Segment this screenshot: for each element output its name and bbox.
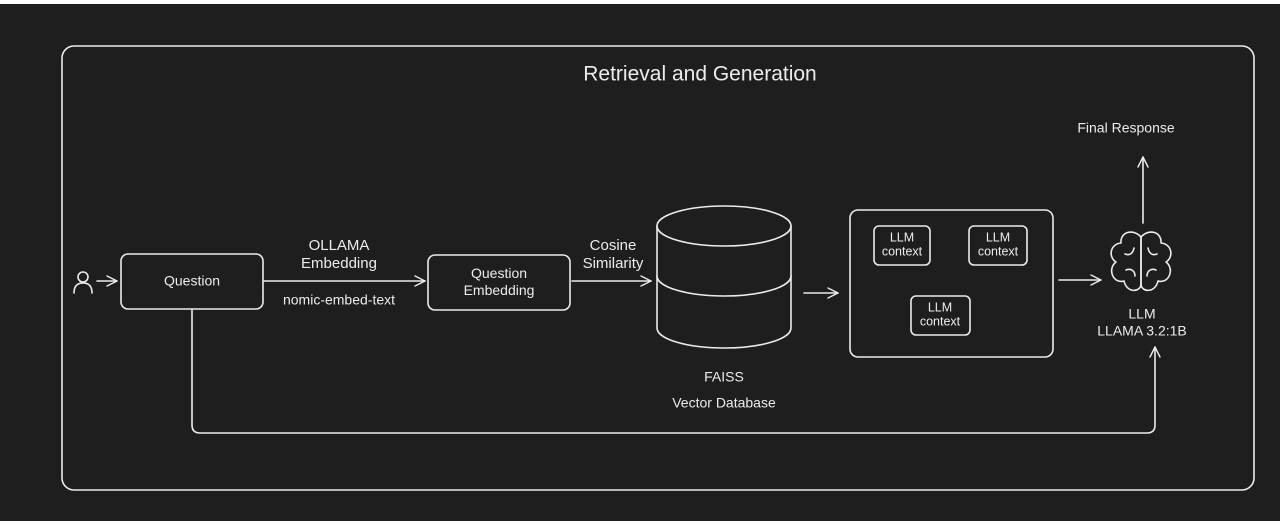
- outer-frame: [61, 45, 1255, 491]
- context-box-3-label-line-1: LLM: [927, 300, 953, 315]
- question-label: Question: [163, 272, 221, 289]
- ollama-embedding-label: OLLAMA Embedding: [301, 237, 377, 273]
- question-embedding-box: [427, 254, 571, 311]
- context-box-2-label: LLM context: [978, 231, 1018, 260]
- brain-icon: [1110, 231, 1172, 292]
- faiss-label: FAISS: [704, 368, 744, 385]
- context-box-1-label-line-1: LLM: [889, 230, 915, 245]
- final-response-label: Final Response: [1077, 119, 1175, 136]
- context-container: [849, 209, 1054, 358]
- diagram-title: Retrieval and Generation: [583, 62, 817, 86]
- question-embedding-label-line-2: Embedding: [463, 282, 535, 298]
- context-box-3-label-line-2: context: [919, 315, 961, 329]
- cosine-similarity-label-line-1: Cosine: [589, 237, 637, 254]
- context-box-1-label: LLM context: [882, 231, 922, 260]
- llm-label: LLM: [1128, 305, 1156, 322]
- diagram-canvas: Retrieval and Generation Question OLLAMA…: [0, 4, 1280, 521]
- faiss-cylinder: [656, 205, 792, 349]
- question-embedding-label-line-1: Question: [470, 265, 528, 282]
- context-box-2: [968, 225, 1028, 266]
- context-box-1-label-line-2: context: [881, 245, 923, 259]
- context-box-3: [910, 295, 971, 336]
- arrow-question-to-llm: [191, 309, 1161, 434]
- ollama-embedding-label-line-1: OLLAMA: [308, 237, 370, 254]
- context-box-2-label-line-2: context: [977, 245, 1019, 259]
- context-box-2-label-line-1: LLM: [985, 230, 1011, 245]
- vector-database-label: Vector Database: [672, 394, 776, 411]
- user-icon: [73, 271, 93, 294]
- llm-model-label: LLAMA 3.2:1B: [1097, 322, 1187, 339]
- ollama-embedding-label-line-2: Embedding: [301, 255, 377, 272]
- cosine-similarity-label: Cosine Similarity: [583, 237, 644, 273]
- cosine-similarity-label-line-2: Similarity: [582, 255, 644, 272]
- question-embedding-label: Question Embedding: [464, 265, 535, 299]
- context-box-3-label: LLM context: [920, 301, 960, 330]
- diagram-shapes: [61, 45, 1255, 491]
- context-box-1: [873, 225, 931, 266]
- embedding-model-label: nomic-embed-text: [282, 291, 396, 308]
- question-box: [120, 253, 264, 310]
